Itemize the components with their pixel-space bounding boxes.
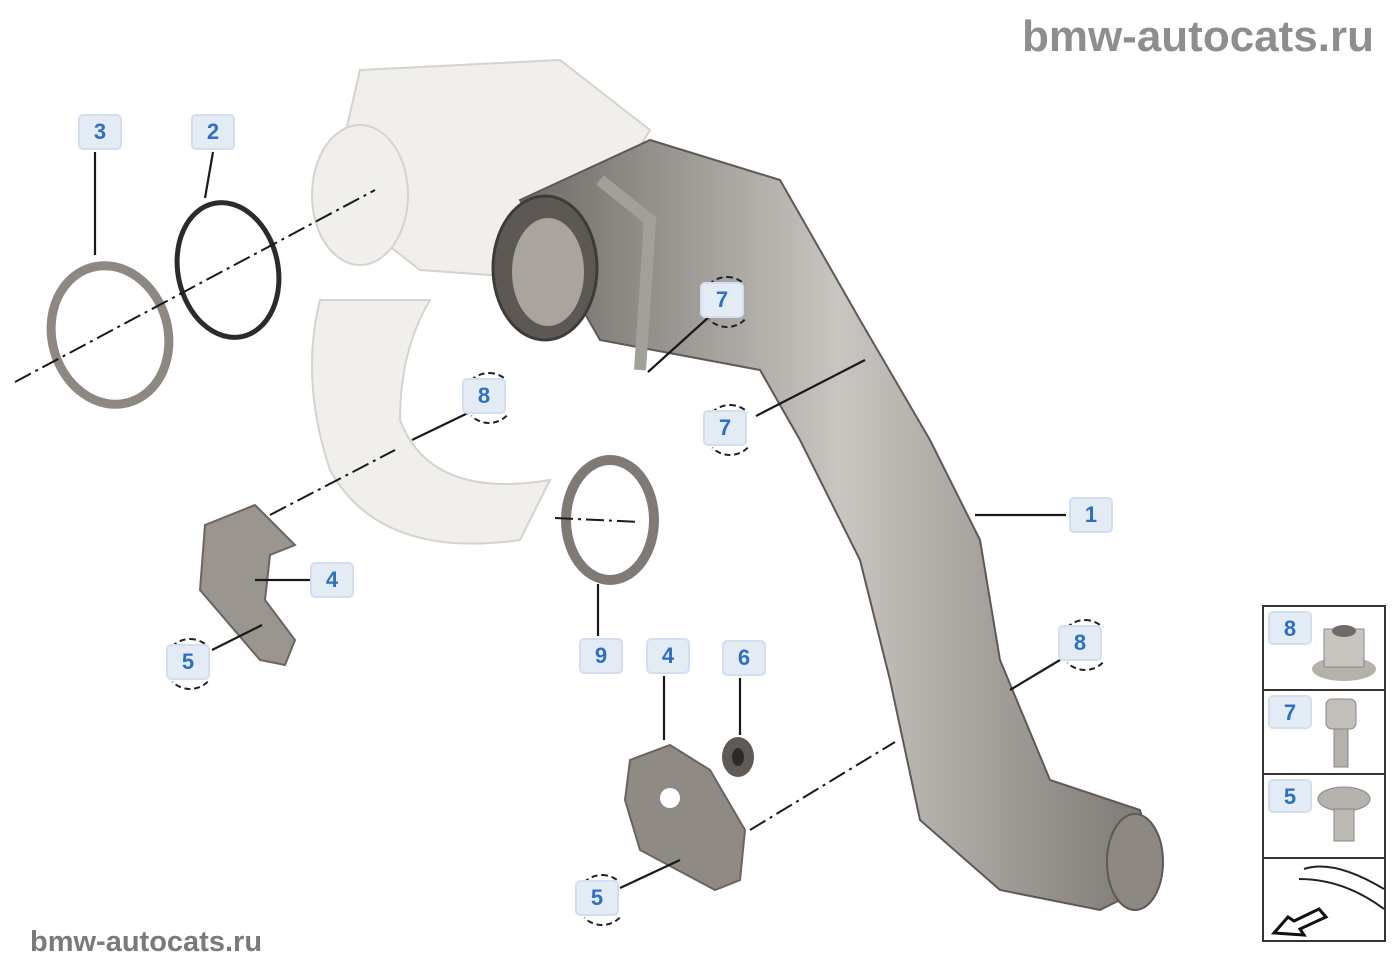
legend-label: 5 (1268, 779, 1312, 813)
legend-item-5[interactable]: 5 (1264, 775, 1384, 859)
callout-9[interactable]: 9 (579, 638, 623, 674)
leader-lines (93, 151, 1066, 889)
callout-5[interactable]: 5 (166, 644, 210, 680)
torx-bolt-icon (1325, 698, 1357, 768)
callout-2[interactable]: 2 (191, 114, 235, 150)
countersunk-screw-icon (1317, 786, 1371, 842)
downpipe-catalytic-converter (491, 138, 1164, 912)
callout-1[interactable]: 1 (1069, 497, 1113, 533)
callout-4[interactable]: 4 (646, 638, 690, 674)
front-direction-arrow-icon (1270, 865, 1385, 937)
callout-6[interactable]: 6 (722, 640, 766, 676)
callout-8[interactable]: 8 (1058, 625, 1102, 661)
callout-ring (704, 404, 756, 456)
bracket-lower (623, 743, 747, 892)
front-direction-indicator (1264, 859, 1385, 940)
legend-item-7[interactable]: 7 (1264, 691, 1384, 775)
watermark-bottom: bmw-autocats.ru (30, 926, 263, 958)
callout-7[interactable]: 7 (700, 282, 744, 318)
legend-label: 7 (1268, 695, 1312, 729)
callout-4[interactable]: 4 (310, 562, 354, 598)
callout-ring (463, 372, 515, 424)
gasket-ring (174, 200, 282, 340)
center-lines (14, 189, 896, 831)
callout-ring (164, 638, 216, 690)
flange-nut-icon (1312, 625, 1376, 681)
pipe-clamp (561, 455, 659, 585)
callout-ring (576, 874, 628, 926)
callout-ring (701, 276, 753, 328)
callout-5[interactable]: 5 (575, 880, 619, 916)
callout-ring (1059, 619, 1111, 671)
legend-label: 8 (1268, 611, 1312, 645)
fastener-legend: 8 7 5 (1262, 605, 1386, 942)
callout-8[interactable]: 8 (462, 378, 506, 414)
watermark-top: bmw-autocats.ru (1021, 12, 1374, 61)
callout-3[interactable]: 3 (78, 114, 122, 150)
bracket-left (198, 503, 297, 667)
callout-7[interactable]: 7 (703, 410, 747, 446)
legend-item-8[interactable]: 8 (1264, 607, 1384, 691)
v-band-clamp (46, 261, 174, 409)
ghost-turbo-housing (311, 58, 652, 545)
